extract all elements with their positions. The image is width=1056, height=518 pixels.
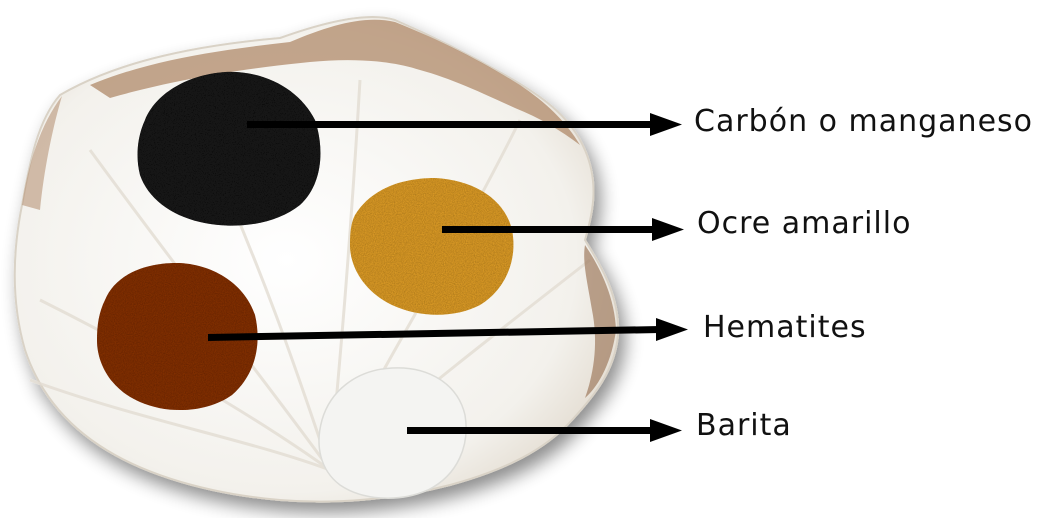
label-hematites: Hematites xyxy=(703,313,867,343)
pigment-pile-carbon xyxy=(138,72,321,226)
label-carbon-manganeso: Carbón o manganeso xyxy=(694,107,1033,137)
label-ocre-amarillo: Ocre amarillo xyxy=(697,209,911,239)
label-barita: Barita xyxy=(696,411,792,441)
